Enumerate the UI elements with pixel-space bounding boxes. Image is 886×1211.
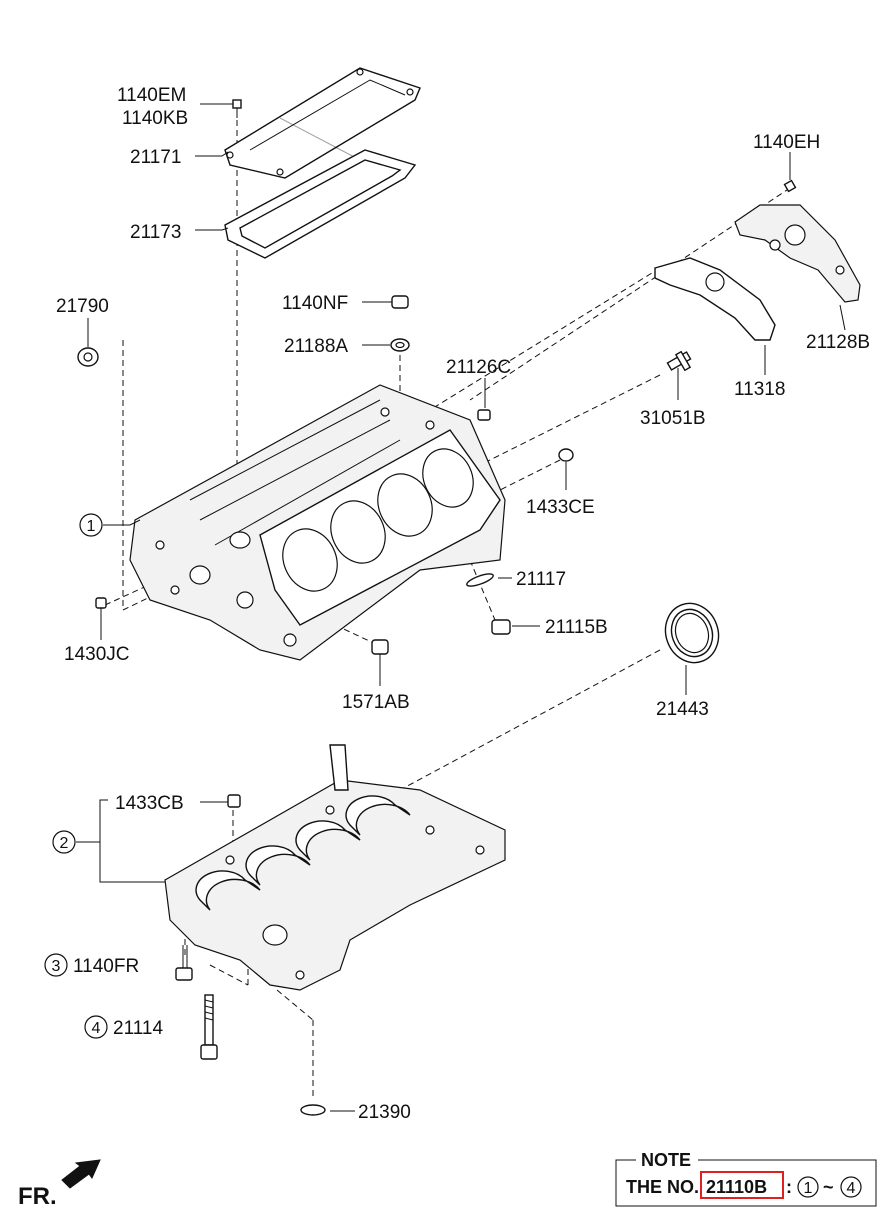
- label-21443: 21443: [656, 699, 709, 720]
- front-orientation: FR.: [18, 1159, 101, 1210]
- svg-text:2: 2: [60, 835, 69, 852]
- label-1571ab: 1571AB: [342, 692, 410, 713]
- label-21115b: 21115B: [545, 617, 608, 638]
- front-label: FR.: [18, 1183, 57, 1210]
- label-21790: 21790: [56, 296, 109, 317]
- label-1140fr: 1140FR: [73, 956, 139, 977]
- label-1433cb: 1433CB: [115, 793, 184, 814]
- bolt-1140em: [232, 99, 242, 118]
- svg-text:4: 4: [847, 1180, 856, 1197]
- svg-text:4: 4: [92, 1020, 101, 1037]
- timing-cover-21128b: [734, 204, 861, 303]
- front-arrow-icon: [61, 1159, 101, 1189]
- label-21188a: 21188A: [284, 336, 348, 357]
- note-range-start: 1: [797, 1176, 819, 1198]
- bolt-1140fr: [175, 945, 193, 981]
- cylinder-block: [129, 384, 506, 661]
- part-labels: 1140EM 1140KB 21171 21173 1140EH 21790 1…: [56, 85, 870, 1123]
- label-21390: 21390: [358, 1102, 411, 1123]
- lower-crankcase: [164, 744, 506, 991]
- note-box: NOTE THE NO. 21110B : 1 ~ 4: [615, 1148, 877, 1207]
- label-1430jc: 1430JC: [64, 644, 130, 665]
- gasket-21173: [224, 149, 417, 259]
- label-31051b: 31051B: [640, 408, 706, 429]
- bolt-21114: [200, 994, 218, 1060]
- label-1140eh: 1140EH: [753, 132, 820, 153]
- note-title: NOTE: [641, 1150, 691, 1170]
- small-parts: [77, 295, 574, 1116]
- label-1140em: 1140EM: [117, 85, 186, 106]
- label-21128b: 21128B: [806, 332, 870, 353]
- label-11318: 11318: [734, 379, 785, 400]
- label-21117: 21117: [516, 569, 566, 590]
- cover-plate-21171: [224, 67, 421, 179]
- callout-3: 3: [44, 953, 68, 977]
- label-21173: 21173: [130, 222, 181, 243]
- label-1140nf: 1140NF: [282, 293, 348, 314]
- note-colon: :: [786, 1177, 792, 1197]
- oil-seal-21443: [664, 602, 720, 664]
- gasket-11318: [654, 257, 776, 341]
- svg-text:1: 1: [804, 1180, 813, 1197]
- bolt-1140eh: [783, 179, 797, 193]
- callouts: 1 2 3 4: [44, 513, 108, 1039]
- note-part-highlight: [700, 1171, 784, 1199]
- pin-31051b: [666, 350, 692, 372]
- label-21171: 21171: [130, 147, 181, 168]
- label-1433ce: 1433CE: [526, 497, 595, 518]
- note-part-number: 21110B: [706, 1177, 767, 1197]
- note-prefix: THE NO.: [626, 1177, 699, 1197]
- callout-4: 4: [84, 1015, 108, 1039]
- note-range-end: 4: [840, 1176, 862, 1198]
- callout-1: 1: [79, 513, 103, 537]
- callout-2: 2: [52, 830, 76, 854]
- svg-text:3: 3: [52, 958, 61, 975]
- label-1140kb: 1140KB: [122, 108, 188, 129]
- svg-text:1: 1: [87, 518, 96, 535]
- leader-lines: [76, 103, 846, 1112]
- note-tilde: ~: [823, 1177, 834, 1197]
- label-21114: 21114: [113, 1018, 163, 1039]
- label-21126c: 21126C: [446, 357, 511, 378]
